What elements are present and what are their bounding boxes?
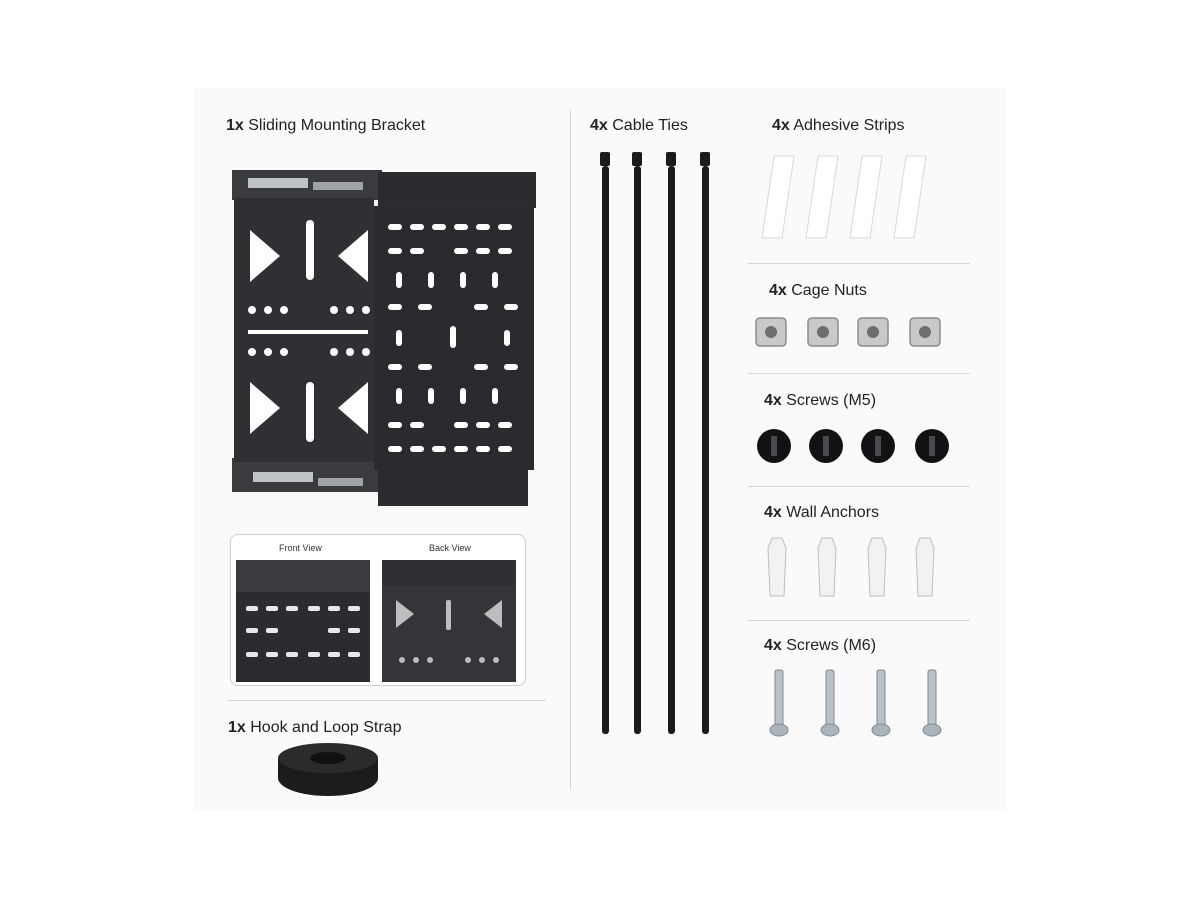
- divider-adhesive-cagenuts: [748, 263, 970, 264]
- wall-anchors-image: [767, 537, 935, 597]
- screws-m5-image: [757, 429, 949, 463]
- divider-bracket-strap: [228, 700, 546, 701]
- back-view-image: [382, 560, 516, 682]
- screws-m6-image: [769, 669, 942, 737]
- sliding-bracket-image: [232, 170, 536, 506]
- cage-nuts-label: 4x Cage Nuts: [769, 282, 867, 299]
- screws-m6-label: 4x Screws (M6): [764, 637, 877, 654]
- column-divider: [570, 110, 571, 790]
- bracket-label: 1x Sliding Mounting Bracket: [226, 117, 426, 134]
- cable-ties-image: [600, 152, 710, 734]
- adhesive-strips-label: 4x Adhesive Strips: [772, 117, 905, 134]
- cable-ties-label: 4x Cable Ties: [590, 117, 688, 134]
- divider-anchors-m6: [748, 620, 970, 621]
- divider-cagenuts-m5: [748, 373, 970, 374]
- back-view-label: Back View: [429, 543, 471, 553]
- cage-nuts-image: [755, 317, 941, 347]
- divider-m5-anchors: [748, 486, 970, 487]
- wall-anchors-label: 4x Wall Anchors: [764, 504, 880, 521]
- front-view-image: [236, 560, 370, 682]
- front-view-label: Front View: [279, 543, 322, 553]
- hook-loop-strap-image: [278, 743, 378, 796]
- screws-m5-label: 4x Screws (M5): [764, 392, 877, 409]
- strap-label: 1x Hook and Loop Strap: [228, 719, 402, 736]
- adhesive-strips-image: [761, 155, 927, 239]
